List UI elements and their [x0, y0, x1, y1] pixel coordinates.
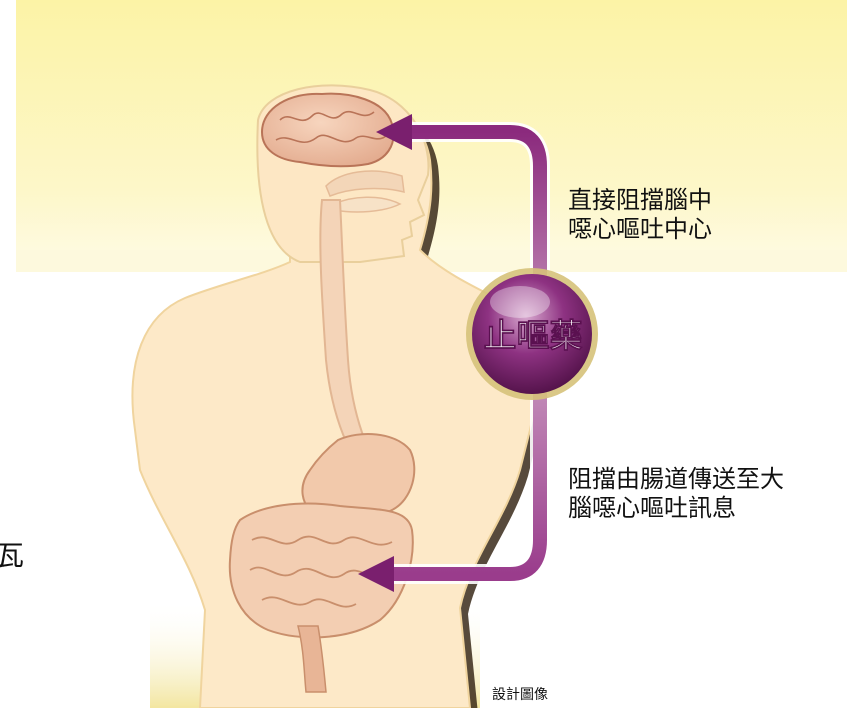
brain-block-annotation: 直接阻擋腦中 噁心嘔吐中心 — [568, 186, 712, 244]
gut-block-annotation: 阻擋由腸道傳送至大 腦噁心嘔吐訊息 — [568, 465, 784, 523]
brain — [262, 94, 393, 166]
annotation-line: 腦噁心嘔吐訊息 — [568, 494, 784, 523]
pill-label: 止嘔藥 — [484, 316, 583, 355]
annotation-line: 阻擋由腸道傳送至大 — [568, 465, 784, 494]
image-credit: 設計圖像 — [492, 684, 548, 704]
pill-highlight — [490, 286, 550, 318]
annotation-line: 噁心嘔吐中心 — [568, 215, 712, 244]
annotation-line: 直接阻擋腦中 — [568, 186, 712, 215]
clipped-glyph: 瓦 — [0, 534, 24, 574]
